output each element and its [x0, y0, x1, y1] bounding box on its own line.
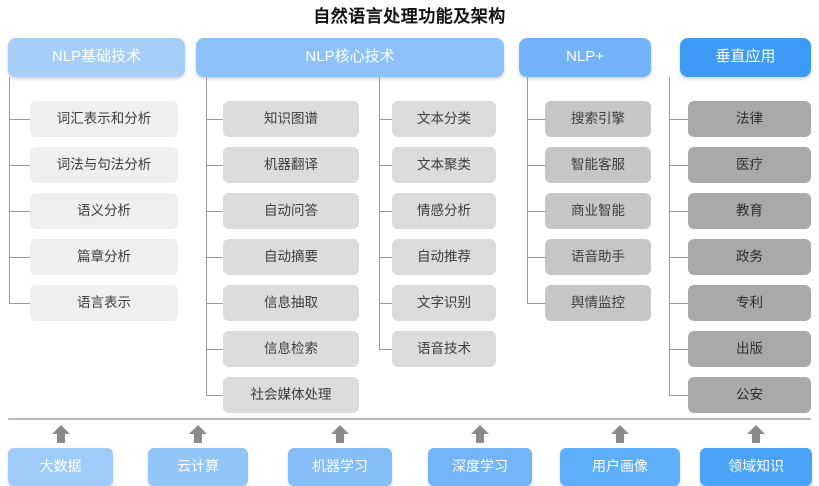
leaf-nlp-core-0[interactable]: 知识图谱 — [223, 101, 359, 137]
column-header-nlp-core[interactable]: NLP核心技术 — [196, 38, 504, 77]
connector-branch-nlp-basic-0-3 — [9, 257, 30, 258]
leaf-nlp-basic-3[interactable]: 篇章分析 — [30, 239, 178, 275]
leaf-nlp-core-5[interactable]: 语音技术 — [392, 331, 496, 367]
column-header-nlp-basic[interactable]: NLP基础技术 — [8, 38, 185, 77]
leaf-vertical-app-5[interactable]: 出版 — [688, 331, 811, 367]
connector-branch-nlp-core-1-1 — [379, 165, 392, 166]
connector-branch-nlp-basic-0-0 — [9, 119, 30, 120]
leaf-nlp-core-1[interactable]: 文本聚类 — [392, 147, 496, 183]
connector-branch-nlp-plus-0-0 — [527, 119, 545, 120]
foundation-0[interactable]: 大数据 — [8, 448, 113, 486]
connector-branch-nlp-core-1-4 — [379, 303, 392, 304]
leaf-vertical-app-0[interactable]: 法律 — [688, 101, 811, 137]
arrow-up-icon — [469, 424, 491, 444]
leaf-nlp-plus-3[interactable]: 语音助手 — [545, 239, 651, 275]
leaf-nlp-basic-0[interactable]: 词汇表示和分析 — [30, 101, 178, 137]
connector-branch-nlp-core-0-2 — [206, 211, 223, 212]
leaf-nlp-core-6[interactable]: 社会媒体处理 — [223, 377, 359, 413]
connector-branch-nlp-basic-0-1 — [9, 165, 30, 166]
connector-branch-nlp-basic-0-4 — [9, 303, 30, 304]
foundation-1[interactable]: 云计算 — [148, 448, 248, 486]
connector-branch-vertical-app-0-6 — [669, 395, 688, 396]
leaf-nlp-core-3[interactable]: 自动推荐 — [392, 239, 496, 275]
connector-trunk-nlp-core-1 — [379, 77, 380, 349]
leaf-nlp-core-3[interactable]: 自动摘要 — [223, 239, 359, 275]
leaf-nlp-plus-2[interactable]: 商业智能 — [545, 193, 651, 229]
foundation-4[interactable]: 用户画像 — [560, 448, 680, 486]
connector-branch-nlp-plus-0-4 — [527, 303, 545, 304]
leaf-nlp-plus-1[interactable]: 智能客服 — [545, 147, 651, 183]
foundation-5[interactable]: 领域知识 — [700, 448, 812, 486]
arrow-up-icon — [609, 424, 631, 444]
connector-branch-nlp-plus-0-3 — [527, 257, 545, 258]
connector-branch-vertical-app-0-1 — [669, 165, 688, 166]
connector-branch-nlp-core-1-0 — [379, 119, 392, 120]
leaf-nlp-core-4[interactable]: 文字识别 — [392, 285, 496, 321]
leaf-nlp-core-1[interactable]: 机器翻译 — [223, 147, 359, 183]
arrow-up-icon — [329, 424, 351, 444]
column-header-nlp-plus[interactable]: NLP+ — [519, 38, 651, 77]
leaf-vertical-app-3[interactable]: 政务 — [688, 239, 811, 275]
connector-branch-nlp-core-1-5 — [379, 349, 392, 350]
section-divider — [8, 418, 811, 420]
arrow-up-icon — [187, 424, 209, 444]
connector-branch-vertical-app-0-0 — [669, 119, 688, 120]
leaf-nlp-basic-2[interactable]: 语义分析 — [30, 193, 178, 229]
arrow-up-icon — [50, 424, 72, 444]
leaf-vertical-app-6[interactable]: 公安 — [688, 377, 811, 413]
leaf-vertical-app-1[interactable]: 医疗 — [688, 147, 811, 183]
leaf-nlp-basic-1[interactable]: 词法与句法分析 — [30, 147, 178, 183]
connector-trunk-nlp-basic-0 — [9, 77, 10, 303]
leaf-vertical-app-2[interactable]: 教育 — [688, 193, 811, 229]
leaf-nlp-basic-4[interactable]: 语言表示 — [30, 285, 178, 321]
connector-branch-nlp-plus-0-2 — [527, 211, 545, 212]
connector-branch-nlp-basic-0-2 — [9, 211, 30, 212]
connector-branch-nlp-core-1-3 — [379, 257, 392, 258]
connector-trunk-vertical-app-0 — [669, 77, 670, 395]
connector-branch-nlp-core-0-0 — [206, 119, 223, 120]
leaf-nlp-core-5[interactable]: 信息检索 — [223, 331, 359, 367]
connector-branch-vertical-app-0-3 — [669, 257, 688, 258]
foundation-2[interactable]: 机器学习 — [288, 448, 392, 486]
leaf-nlp-core-4[interactable]: 信息抽取 — [223, 285, 359, 321]
connector-branch-nlp-core-0-5 — [206, 349, 223, 350]
connector-branch-nlp-core-0-6 — [206, 395, 223, 396]
arrow-up-icon — [745, 424, 767, 444]
leaf-nlp-plus-0[interactable]: 搜索引擎 — [545, 101, 651, 137]
connector-branch-vertical-app-0-5 — [669, 349, 688, 350]
column-header-vertical-app[interactable]: 垂直应用 — [680, 38, 811, 77]
connector-branch-nlp-core-0-1 — [206, 165, 223, 166]
connector-branch-nlp-plus-0-1 — [527, 165, 545, 166]
connector-branch-nlp-core-0-4 — [206, 303, 223, 304]
foundation-3[interactable]: 深度学习 — [428, 448, 532, 486]
connector-branch-vertical-app-0-4 — [669, 303, 688, 304]
connector-trunk-nlp-plus-0 — [527, 77, 528, 303]
page-title: 自然语言处理功能及架构 — [313, 7, 506, 26]
leaf-nlp-core-2[interactable]: 情感分析 — [392, 193, 496, 229]
leaf-nlp-plus-4[interactable]: 舆情监控 — [545, 285, 651, 321]
connector-branch-nlp-core-0-3 — [206, 257, 223, 258]
leaf-nlp-core-0[interactable]: 文本分类 — [392, 101, 496, 137]
connector-trunk-nlp-core-0 — [206, 77, 207, 395]
connector-branch-nlp-core-1-2 — [379, 211, 392, 212]
leaf-vertical-app-4[interactable]: 专利 — [688, 285, 811, 321]
leaf-nlp-core-2[interactable]: 自动问答 — [223, 193, 359, 229]
connector-branch-vertical-app-0-2 — [669, 211, 688, 212]
